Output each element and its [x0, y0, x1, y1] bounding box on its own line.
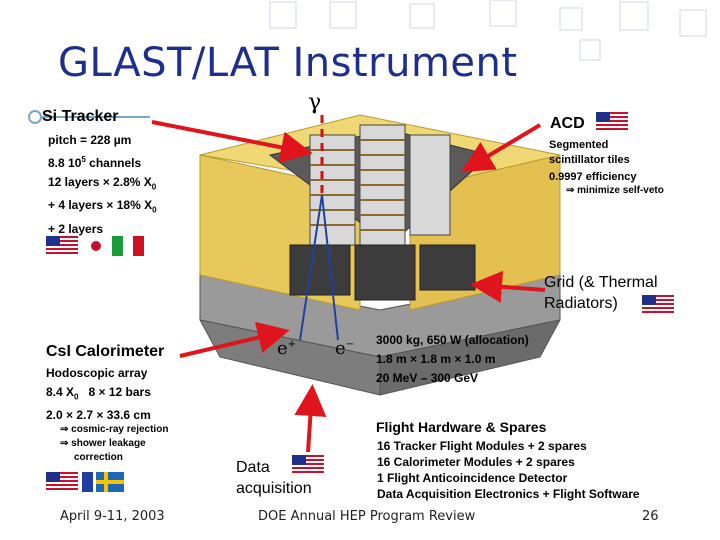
- note-correction: correction: [74, 452, 123, 463]
- grid-line-1: Grid (& Thermal: [544, 274, 658, 291]
- flight-heading: Flight Hardware & Spares: [376, 419, 547, 435]
- spec-dimensions: 1.8 m × 1.8 m × 1.0 m: [376, 352, 496, 366]
- tracker-layers-thick: + 4 layers × 18% X0: [48, 198, 157, 215]
- electron-label: e−: [335, 338, 355, 359]
- calorimeter-depth: 8.4 X0 8 × 12 bars: [46, 385, 151, 402]
- footer-date: April 9-11, 2003: [60, 509, 165, 524]
- calorimeter-heading: CsI Calorimeter: [46, 343, 165, 360]
- instrument-illustration: [199, 114, 561, 396]
- calorimeter-array: Hodoscopic array: [46, 366, 148, 380]
- acd-line-tiles: scintillator tiles: [549, 154, 630, 166]
- daq-line-1: Data: [236, 459, 270, 476]
- tracker-heading: Si Tracker: [42, 108, 119, 125]
- acd-line-segmented: Segmented: [549, 139, 609, 151]
- note-shower-leakage: ⇒ shower leakage: [60, 438, 146, 449]
- tracker-specs: pitch = 228 µm 8.8 105 channels 12 layer…: [48, 131, 157, 239]
- grid-line-2: Radiators): [544, 295, 618, 312]
- flight-item-calorimeter: 16 Calorimeter Modules + 2 spares: [377, 455, 575, 469]
- us-flag-icon: [292, 455, 324, 475]
- tracker-pitch: pitch = 228 µm: [48, 133, 132, 147]
- grid-label: Grid (& Thermal Radiators): [544, 272, 658, 314]
- flight-item-daq: Data Acquisition Electronics + Flight So…: [377, 487, 640, 501]
- acd-note: ⇒ minimize self-veto: [566, 185, 664, 196]
- italy-flag-icon: [112, 236, 144, 256]
- flight-item-acd: 1 Flight Anticoincidence Detector: [377, 471, 568, 485]
- tracker-layers-extra: + 2 layers: [48, 221, 104, 236]
- daq-line-2: acquisition: [236, 480, 312, 497]
- note-cosmic-ray: ⇒ cosmic-ray rejection: [60, 424, 169, 435]
- acd-line-efficiency: 0.9997 efficiency: [549, 171, 637, 183]
- gamma-symbol: γ: [308, 90, 322, 115]
- acd-heading: ACD: [550, 115, 585, 132]
- flight-item-tracker: 16 Tracker Flight Modules + 2 spares: [377, 439, 587, 453]
- us-flag-icon: [46, 472, 78, 492]
- positron-label: e+: [277, 338, 297, 359]
- flight-list: 16 Tracker Flight Modules + 2 spares 16 …: [377, 438, 640, 502]
- acd-specs: Segmented scintillator tiles 0.9997 effi…: [549, 138, 636, 185]
- slide-title: GLAST/LAT Instrument: [58, 40, 518, 86]
- spec-mass-power: 3000 kg, 650 W (allocation): [376, 333, 529, 347]
- sweden-flag-icon: [96, 472, 124, 492]
- daq-label: Data acquisition: [236, 457, 312, 499]
- us-flag-icon: [596, 112, 628, 132]
- corner-grid-decoration: [269, 0, 707, 61]
- us-flag-icon: [642, 295, 674, 315]
- us-flag-icon: [46, 236, 78, 256]
- calorimeter-notes: ⇒ cosmic-ray rejection ⇒ shower leakage …: [60, 423, 168, 465]
- footer-event: DOE Annual HEP Program Review: [258, 509, 476, 524]
- japan-flag-icon: [80, 236, 112, 256]
- tracker-channels: 8.8 105 channels: [48, 155, 142, 170]
- instrument-specs: 3000 kg, 650 W (allocation) 1.8 m × 1.8 …: [376, 331, 529, 388]
- tracker-layers-thin: 12 layers × 2.8% X0: [48, 175, 157, 192]
- calorimeter-dimensions: 2.0 × 2.7 × 33.6 cm: [46, 408, 151, 423]
- rule-bullet-icon: [28, 110, 42, 124]
- title-rule: [30, 116, 150, 118]
- calorimeter-specs: Hodoscopic array 8.4 X0 8 × 12 bars 2.0 …: [46, 364, 151, 425]
- spec-energy-range: 20 MeV – 300 GeV: [376, 371, 479, 385]
- page-number: 26: [642, 509, 659, 524]
